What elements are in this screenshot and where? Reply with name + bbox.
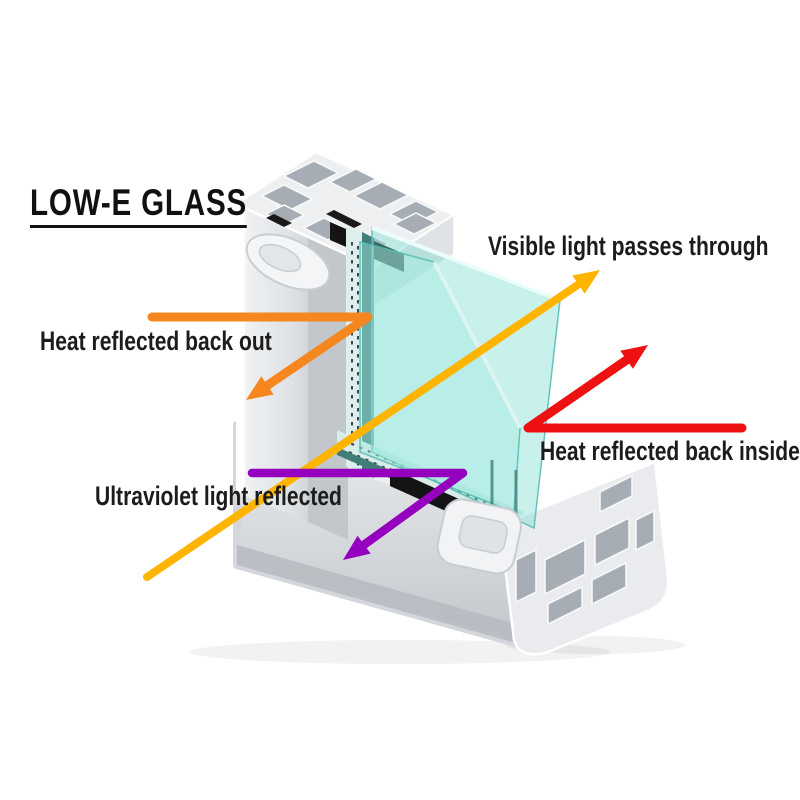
heat-reflected-inside-arrow (523, 345, 747, 433)
heat-reflected-out-arrow (147, 312, 373, 400)
bottom-frame-profile (498, 460, 670, 656)
label-visible-light: Visible light passes through (488, 231, 769, 261)
profile-chambers (515, 474, 655, 626)
ultraviolet-reflected-arrow (247, 468, 468, 560)
label-ultraviolet-reflected: Ultraviolet light reflected (95, 481, 342, 511)
glazing-bead-top-inner (258, 243, 302, 273)
visible-light-arrow (143, 270, 600, 581)
glazing-spacer-vertical (346, 226, 374, 478)
ground-shadow (190, 636, 685, 664)
glass-top-highlight (371, 226, 561, 302)
diagram-title: LOW-E GLASS (30, 184, 248, 228)
frame-gaskets (266, 210, 362, 228)
label-heat-reflected-inside: Heat reflected back inside (540, 436, 800, 466)
glass-cut-edge-highlight (432, 261, 522, 429)
label-heat-reflected-out: Heat reflected back out (40, 326, 272, 356)
glazing-bead-bottom (436, 498, 522, 575)
